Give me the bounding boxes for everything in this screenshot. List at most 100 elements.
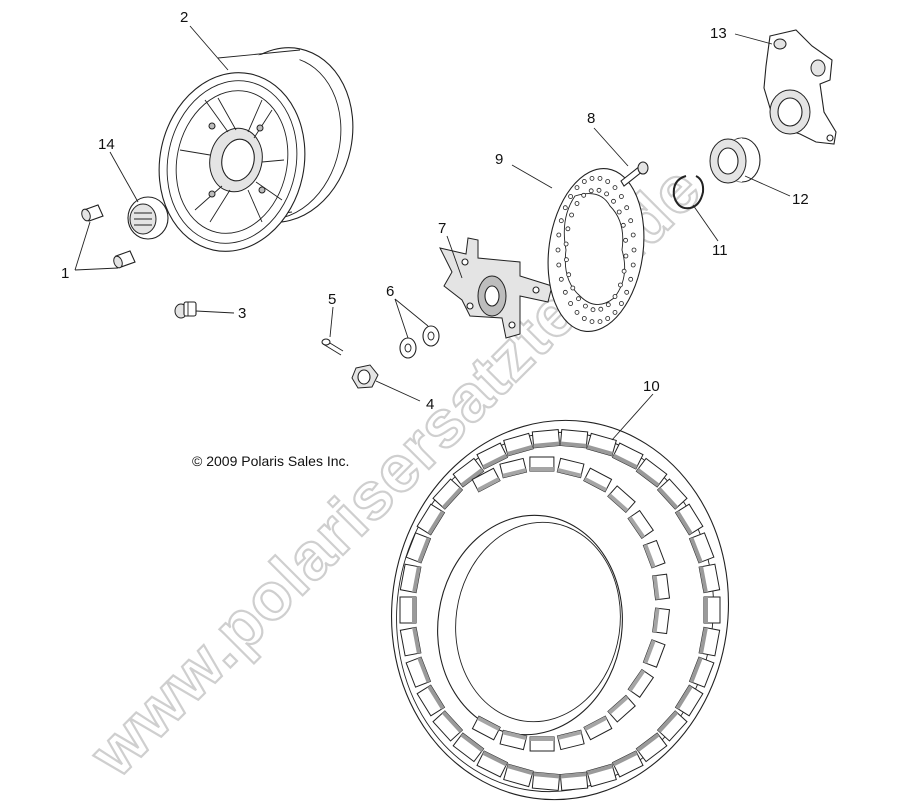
disc-hole: [589, 175, 595, 181]
disc-hole: [597, 175, 603, 181]
disc-hole: [624, 289, 630, 295]
callout-10: 10: [643, 378, 660, 395]
tread-block: [698, 626, 721, 657]
tread-block: [611, 750, 644, 778]
callout-13: 13: [710, 25, 727, 42]
disc-hole: [605, 316, 611, 321]
disc-hole: [562, 205, 568, 211]
disc-hole: [589, 319, 595, 325]
disc-hole: [611, 198, 616, 204]
disc-hole: [612, 185, 618, 191]
tread-block: [405, 532, 432, 564]
castle-nut-part: [351, 364, 379, 389]
tread-block: [471, 467, 501, 493]
tread-block: [607, 485, 636, 513]
tread-block: [607, 694, 636, 723]
disc-hole: [574, 309, 580, 315]
disc-hole: [628, 218, 634, 224]
disc-hole: [590, 307, 596, 313]
steering-knuckle-part: [763, 29, 837, 145]
disc-hole: [576, 296, 581, 302]
tread-block: [399, 596, 417, 624]
callout-1: 1: [61, 265, 69, 282]
tread-block: [674, 684, 704, 717]
tread-block: [635, 732, 668, 763]
disc-hole: [612, 294, 618, 299]
tread-block: [652, 573, 671, 601]
disc-hole: [631, 247, 637, 253]
tread-block: [556, 457, 585, 479]
disc-hole: [623, 237, 628, 243]
disc-hole: [621, 268, 627, 274]
callout-6: 6: [386, 283, 394, 300]
callout-labels: 2 14 1 3 5 6 4 7 8 9 10 11 12 13: [61, 9, 809, 413]
disc-hole: [564, 257, 569, 263]
disc-hole: [563, 241, 569, 247]
disc-hole: [605, 179, 611, 184]
tread-block: [471, 715, 501, 741]
tread-block: [432, 478, 464, 510]
callout-8: 8: [587, 110, 595, 127]
tread-block: [688, 656, 715, 688]
disc-hole: [598, 306, 604, 312]
disc-hole: [597, 319, 603, 325]
callout-2: 2: [180, 9, 188, 26]
disc-hole: [619, 194, 624, 199]
disc-hole: [566, 272, 572, 278]
bearing-part: [709, 137, 761, 184]
disc-hole: [556, 232, 562, 238]
tread-block: [611, 442, 644, 470]
tread-block: [399, 563, 422, 594]
tread-block: [476, 750, 509, 778]
callout-11: 11: [712, 242, 728, 259]
tread-block: [656, 710, 688, 742]
tread-block: [703, 596, 721, 624]
disc-hole: [562, 289, 568, 295]
disc-hole: [616, 209, 622, 215]
disc-hole: [568, 194, 573, 199]
tread-block: [627, 509, 654, 539]
tread-block: [405, 656, 432, 688]
disc-hole: [612, 309, 618, 315]
disc-hole: [605, 302, 611, 308]
tread-block: [688, 532, 715, 564]
disc-hole: [558, 276, 564, 282]
washer-part: [399, 325, 440, 359]
disc-hole: [619, 301, 624, 306]
disc-hole: [570, 285, 576, 291]
disc-hole: [556, 262, 562, 268]
tread-block: [583, 715, 613, 741]
brake-disc-part: [547, 167, 645, 333]
disc-hole: [624, 205, 630, 211]
tread-block: [416, 503, 446, 536]
tread-block: [476, 442, 509, 470]
tread-block: [627, 668, 655, 698]
disc-hole: [630, 232, 636, 238]
callout-4: 4: [426, 396, 434, 413]
disc-hole: [588, 188, 594, 194]
tread-block: [452, 457, 485, 488]
callout-7: 7: [438, 220, 446, 237]
disc-hole: [581, 179, 587, 184]
disc-hole: [618, 282, 623, 288]
tread-block: [452, 732, 485, 763]
disc-hole: [558, 218, 564, 224]
disc-hole: [620, 222, 626, 228]
disc-hole: [628, 276, 634, 282]
tire-part: [390, 419, 730, 801]
wheel-cap-part: [127, 196, 169, 240]
disc-hole: [630, 262, 636, 268]
tread-block: [642, 539, 666, 569]
tread-block: [652, 607, 671, 635]
disc-hole: [555, 247, 561, 253]
disc-hole: [565, 226, 571, 232]
tread-block: [586, 432, 617, 457]
callout-5: 5: [328, 291, 336, 308]
retaining-ring-part: [672, 175, 705, 210]
tread-block: [698, 563, 721, 594]
tread-block: [674, 503, 704, 536]
tread-block: [503, 763, 534, 788]
tread-block: [635, 457, 668, 488]
disc-hole: [569, 212, 574, 218]
